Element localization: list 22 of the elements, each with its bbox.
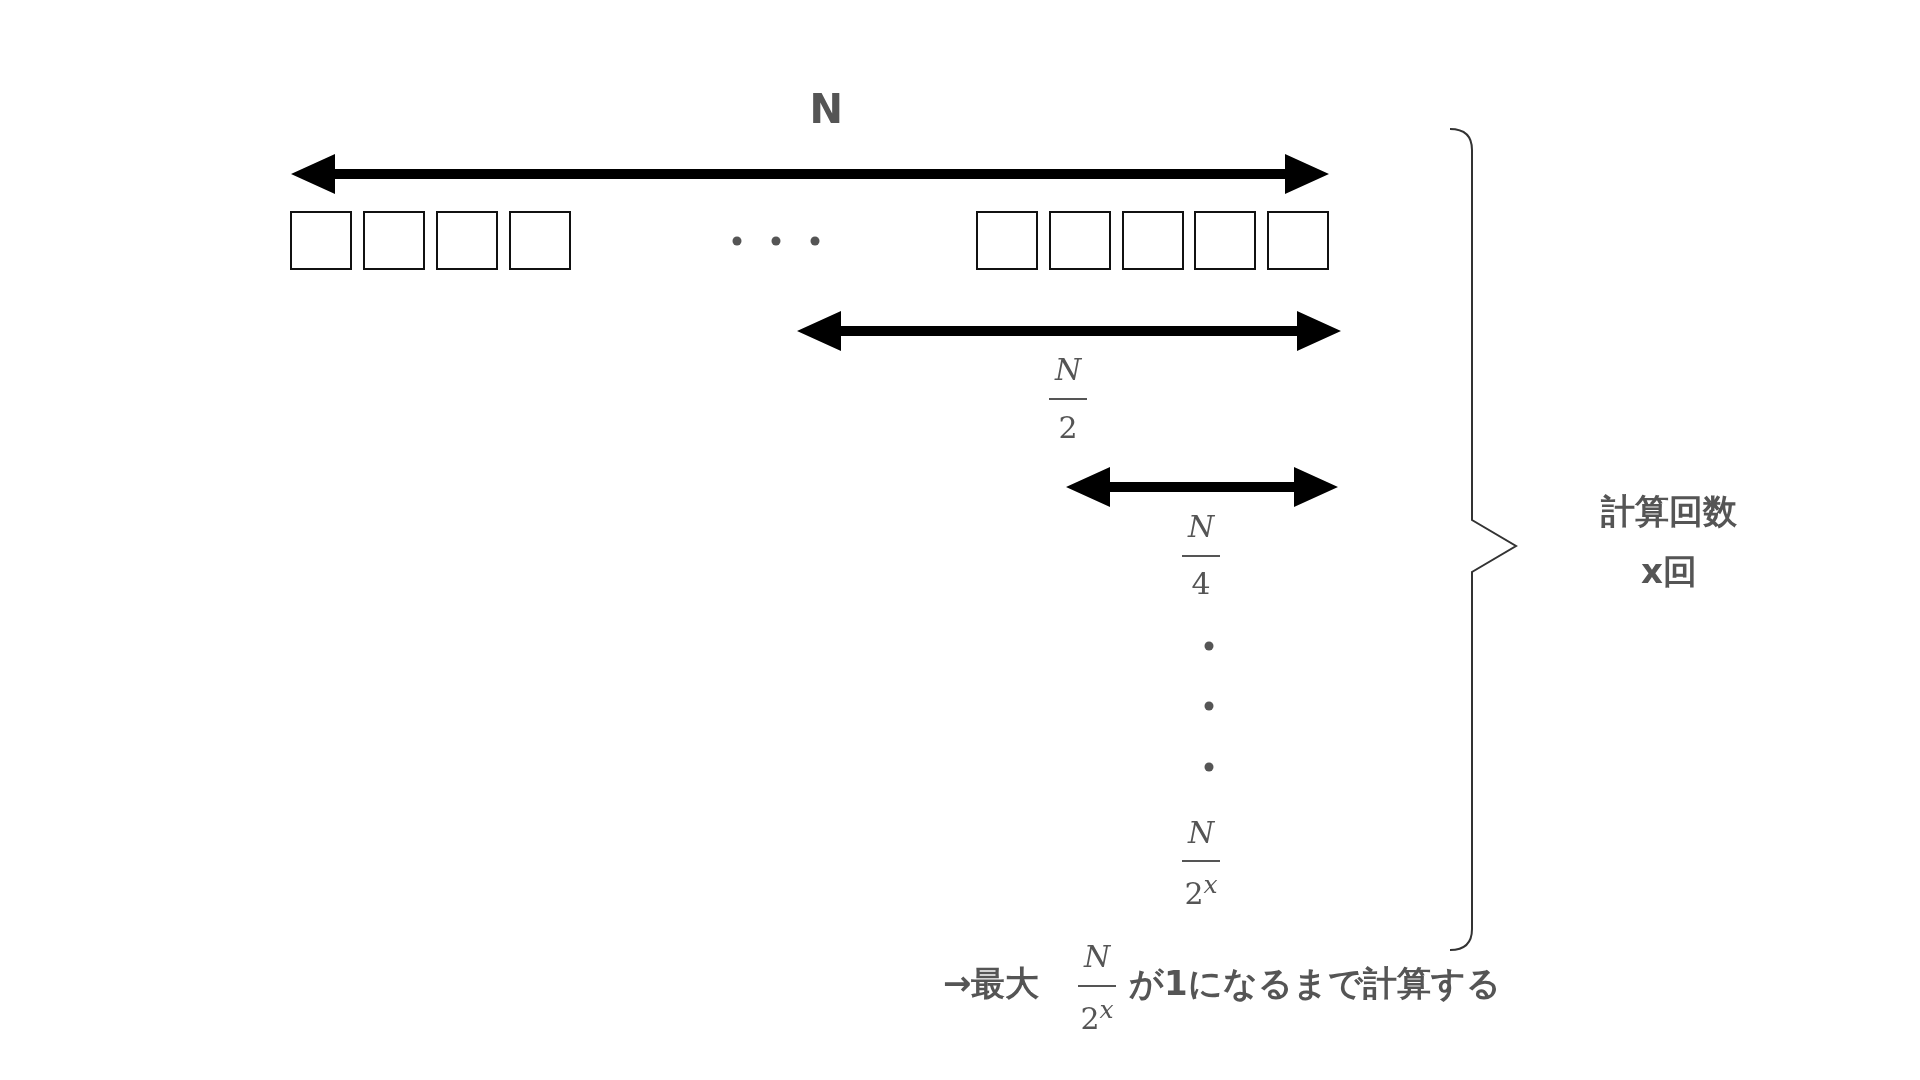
fraction-denominator: 2$^{x}$ xyxy=(1080,993,1114,1036)
note-text: が1になるまで計算する xyxy=(1129,962,1501,1005)
dimension-label: N xyxy=(809,86,843,132)
array-cell xyxy=(976,211,1038,270)
array-cell xyxy=(1049,211,1111,270)
array-cell xyxy=(1194,211,1256,270)
array-cell xyxy=(509,211,571,270)
fraction-numerator: N xyxy=(1188,816,1215,850)
brace-label: 計算回数 xyxy=(1601,490,1737,533)
note-text: →最大 xyxy=(943,962,1040,1005)
fraction-denominator: 2 xyxy=(1058,411,1078,445)
fraction-numerator: N xyxy=(1188,510,1215,544)
fraction-numerator: N xyxy=(1055,353,1082,387)
fraction-denominator: 2$^{x}$ xyxy=(1184,868,1218,911)
array-cell xyxy=(1122,211,1184,270)
fraction-numerator: N xyxy=(1084,940,1111,974)
fraction-denominator: 4 xyxy=(1191,567,1211,601)
brace-label: x回 xyxy=(1641,550,1697,593)
array-cell xyxy=(1267,211,1329,270)
array-cell xyxy=(363,211,425,270)
array-cell xyxy=(290,211,352,270)
array-cell xyxy=(436,211,498,270)
